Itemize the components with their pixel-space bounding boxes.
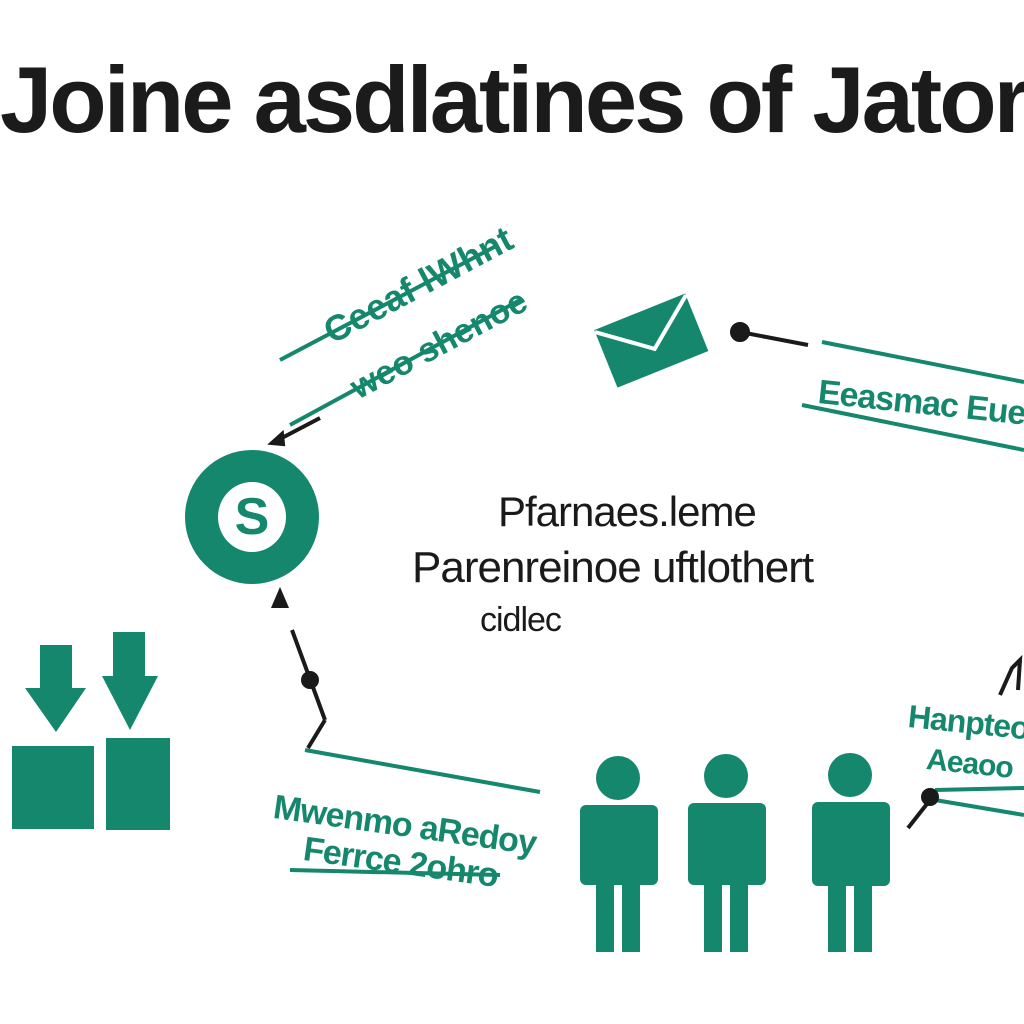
connector-top-left-upper bbox=[279, 243, 499, 362]
arrow-connectors bbox=[267, 322, 1023, 830]
box-right bbox=[106, 738, 170, 830]
person-icon bbox=[688, 754, 766, 952]
box-arrow-down-icon bbox=[12, 632, 170, 830]
down-arrow-right-icon bbox=[102, 632, 158, 730]
arrow-tail-dot bbox=[301, 671, 319, 689]
s-node-letter: S bbox=[218, 482, 286, 552]
connector-top-left-lower bbox=[289, 298, 521, 427]
center-text-line-3: cidlec bbox=[480, 601, 562, 639]
s-node-icon: S bbox=[185, 450, 319, 584]
person-icon bbox=[580, 756, 658, 952]
center-text-line-2: Parenreinoe uftlothert bbox=[412, 543, 814, 592]
connector-bottom-right-lower bbox=[934, 798, 1024, 817]
arrow-head-up-icon bbox=[270, 586, 290, 608]
arrow-bottom-right-scribble bbox=[998, 654, 1023, 696]
down-arrow-left-icon bbox=[25, 645, 86, 732]
connector-lines bbox=[279, 243, 1024, 877]
connector-bottom-left-upper bbox=[304, 748, 541, 794]
arrow-envelope-to-right bbox=[739, 330, 809, 347]
box-left bbox=[12, 746, 94, 829]
arrow-s-to-top-left bbox=[277, 416, 321, 442]
connector-bottom-right-upper bbox=[934, 786, 1024, 792]
envelope-icon bbox=[594, 293, 709, 388]
person-icon bbox=[812, 753, 890, 952]
connector-top-right-lower bbox=[801, 403, 1024, 452]
arrow-head-top-left-icon bbox=[267, 429, 286, 447]
person-icon-group bbox=[580, 753, 890, 952]
center-text-line-1: Pfarnaes.leme bbox=[498, 488, 757, 535]
arrow-bottom-right-dot bbox=[921, 788, 939, 806]
arrow-envelope-dot bbox=[730, 322, 750, 342]
connector-top-right-upper bbox=[821, 340, 1024, 384]
arrow-bottom-stub bbox=[306, 718, 327, 750]
diagram-title: Joine asdlatines of Jatorel Panes bbox=[0, 50, 1024, 150]
connector-bottom-left-lower bbox=[289, 868, 501, 877]
